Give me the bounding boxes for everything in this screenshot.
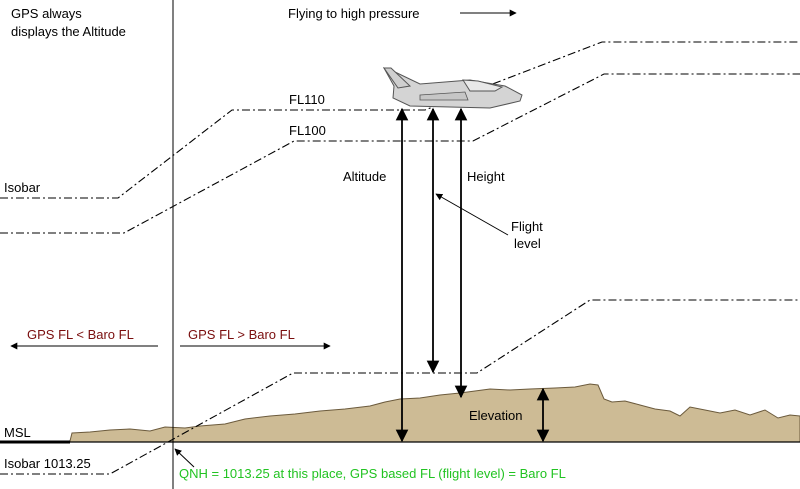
isobar-1013-label: Isobar 1013.25 (4, 456, 91, 471)
height-label: Height (467, 169, 505, 184)
qnh-note-label: QNH = 1013.25 at this place, GPS based F… (179, 466, 566, 481)
displays-altitude-label: displays the Altitude (11, 24, 126, 39)
altitude-label: Altitude (343, 169, 386, 184)
isobar-label: Isobar (4, 180, 41, 195)
fl100-label: FL100 (289, 123, 326, 138)
gps-gt-label: GPS FL > Baro FL (188, 327, 295, 342)
qnh-pointer (175, 449, 194, 467)
elevation-label: Elevation (469, 408, 522, 423)
msl-label: MSL (4, 425, 31, 440)
aircraft-icon (384, 68, 522, 108)
gps-always-label: GPS always (11, 6, 82, 21)
flight-level-pointer (436, 194, 508, 235)
flight-label: Flight (511, 219, 543, 234)
fl110-label: FL110 (289, 92, 325, 107)
isobar-fl110-line (0, 42, 800, 198)
level-label: level (514, 236, 541, 251)
terrain (70, 384, 800, 442)
gps-lt-label: GPS FL < Baro FL (27, 327, 134, 342)
flying-to-label: Flying to high pressure (288, 6, 420, 21)
